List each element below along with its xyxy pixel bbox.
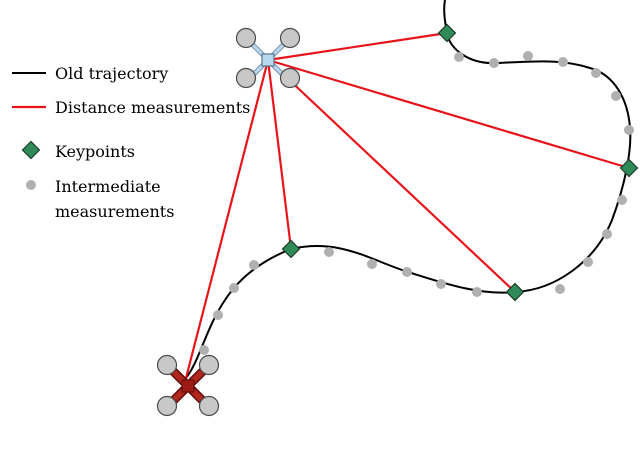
intermediate-dot (249, 260, 259, 270)
distance-measurements (184, 31, 630, 379)
legend-keypoint-swatch (21, 140, 41, 160)
keypoint-diamond (281, 239, 301, 259)
intermediate-dot (583, 257, 593, 267)
keypoint-diamond (437, 23, 457, 43)
legend: Old trajectory Distance measurements Key… (12, 64, 250, 221)
legend-old-trajectory-label: Old trajectory (55, 64, 168, 83)
start-drone-quadcopter-icon (156, 354, 220, 417)
intermediate-dot (489, 58, 499, 68)
intermediate-dot (558, 57, 568, 67)
intermediate-dot (617, 195, 627, 205)
keypoint-diamond (505, 282, 525, 302)
legend-distance-label: Distance measurements (55, 98, 250, 117)
distance-line-kp1 (266, 59, 293, 250)
distance-line-start (184, 59, 270, 379)
intermediate-measurements (199, 51, 634, 355)
intermediate-dot (199, 345, 209, 355)
intermediate-dot (402, 267, 412, 277)
intermediate-dot (591, 68, 601, 78)
intermediate-dot (555, 284, 565, 294)
distance-line-kp2 (267, 59, 516, 293)
intermediate-dot (367, 259, 377, 269)
intermediate-dot (229, 283, 239, 293)
intermediate-dot (324, 247, 334, 257)
legend-intermediate-swatch (26, 180, 36, 190)
legend-keypoints-label: Keypoints (55, 142, 135, 161)
old-trajectory-path (185, 0, 632, 379)
intermediate-dot (436, 279, 446, 289)
keypoints (281, 23, 639, 302)
current-drone-quadcopter-icon (235, 27, 301, 89)
keypoint-diamond (619, 158, 639, 178)
distance-line-kp4 (267, 31, 448, 62)
intermediate-dot (213, 310, 223, 320)
legend-intermediate-label-2: measurements (55, 202, 174, 221)
intermediate-dot (602, 229, 612, 239)
intermediate-dot (472, 287, 482, 297)
intermediate-dot (611, 91, 621, 101)
distance-line-kp3 (267, 58, 630, 170)
legend-intermediate-label-1: Intermediate (55, 177, 161, 196)
intermediate-dot (454, 52, 464, 62)
intermediate-dot (624, 125, 634, 135)
intermediate-dot (523, 51, 533, 61)
